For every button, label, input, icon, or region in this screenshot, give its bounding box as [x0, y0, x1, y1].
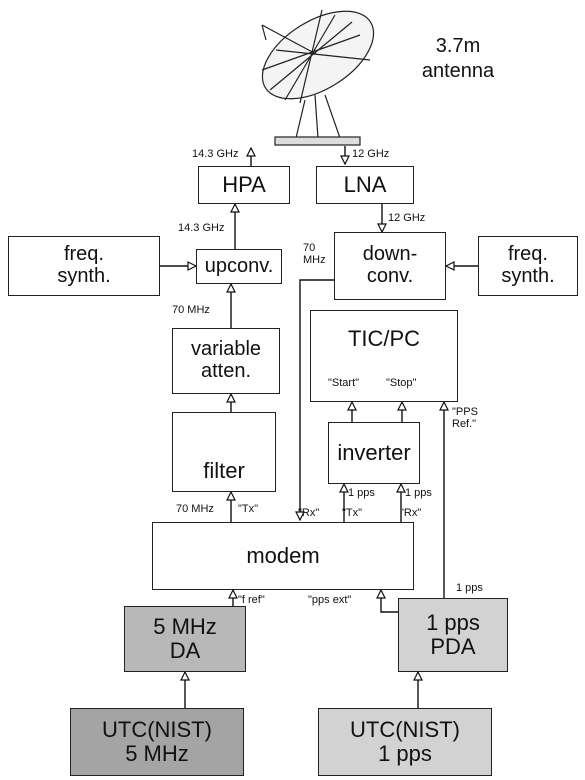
hpa-block: HPA [198, 166, 290, 204]
tic-stop-label: "Stop" [386, 377, 416, 389]
pda-to-modem-ppsext-arrow [381, 590, 398, 612]
freq-synth-right-block: freq. synth. [478, 236, 578, 296]
lna-in-freq-label: 12 GHz [352, 148, 389, 160]
tic-start-label: "Start" [328, 377, 359, 389]
modem-tx-freq-label: 70 MHz [176, 503, 214, 515]
downconv-out-freq-label: 70 MHz [303, 242, 326, 266]
antenna-label: 3.7m antenna [408, 34, 508, 84]
modem-tx-label: "Tx" [238, 503, 258, 515]
lna-out-freq-label: 12 GHz [388, 212, 425, 224]
utc-1pps-block: UTC(NIST) 1 pps [318, 708, 492, 776]
pps-ref-label: "PPS Ref." [452, 406, 478, 430]
modem-block: modem [152, 522, 414, 590]
inverter-rx-label: "Rx" [400, 507, 421, 519]
freq-synth-left-block: freq. synth. [8, 236, 160, 296]
inverter-tx-label: "Tx" [342, 507, 362, 519]
hpa-out-freq-label: 14.3 GHz [192, 148, 238, 160]
upconv-out-freq-label: 14.3 GHz [178, 222, 224, 234]
atten-out-freq-label: 70 MHz [172, 304, 210, 316]
downconv-block: down- conv. [334, 232, 446, 300]
da-5mhz-block: 5 MHz DA [124, 606, 246, 672]
filter-block: filter [172, 412, 276, 492]
inverter-rx-pps-label: 1 pps [405, 487, 432, 499]
pps-ext-label: "pps ext" [308, 594, 351, 606]
pda-1pps-block: 1 pps PDA [398, 598, 508, 672]
utc-5mhz-block: UTC(NIST) 5 MHz [70, 708, 244, 776]
f-ref-label: "f ref" [238, 594, 265, 606]
pda-out-pps-label: 1 pps [456, 582, 483, 594]
satellite-dish-icon [247, 0, 388, 145]
variable-atten-block: variable atten. [172, 328, 280, 394]
inverter-tx-pps-label: 1 pps [348, 487, 375, 499]
inverter-block: inverter [328, 422, 420, 484]
upconv-block: upconv. [196, 249, 282, 284]
lna-block: LNA [316, 166, 414, 204]
modem-rx-label: "Rx" [298, 507, 319, 519]
